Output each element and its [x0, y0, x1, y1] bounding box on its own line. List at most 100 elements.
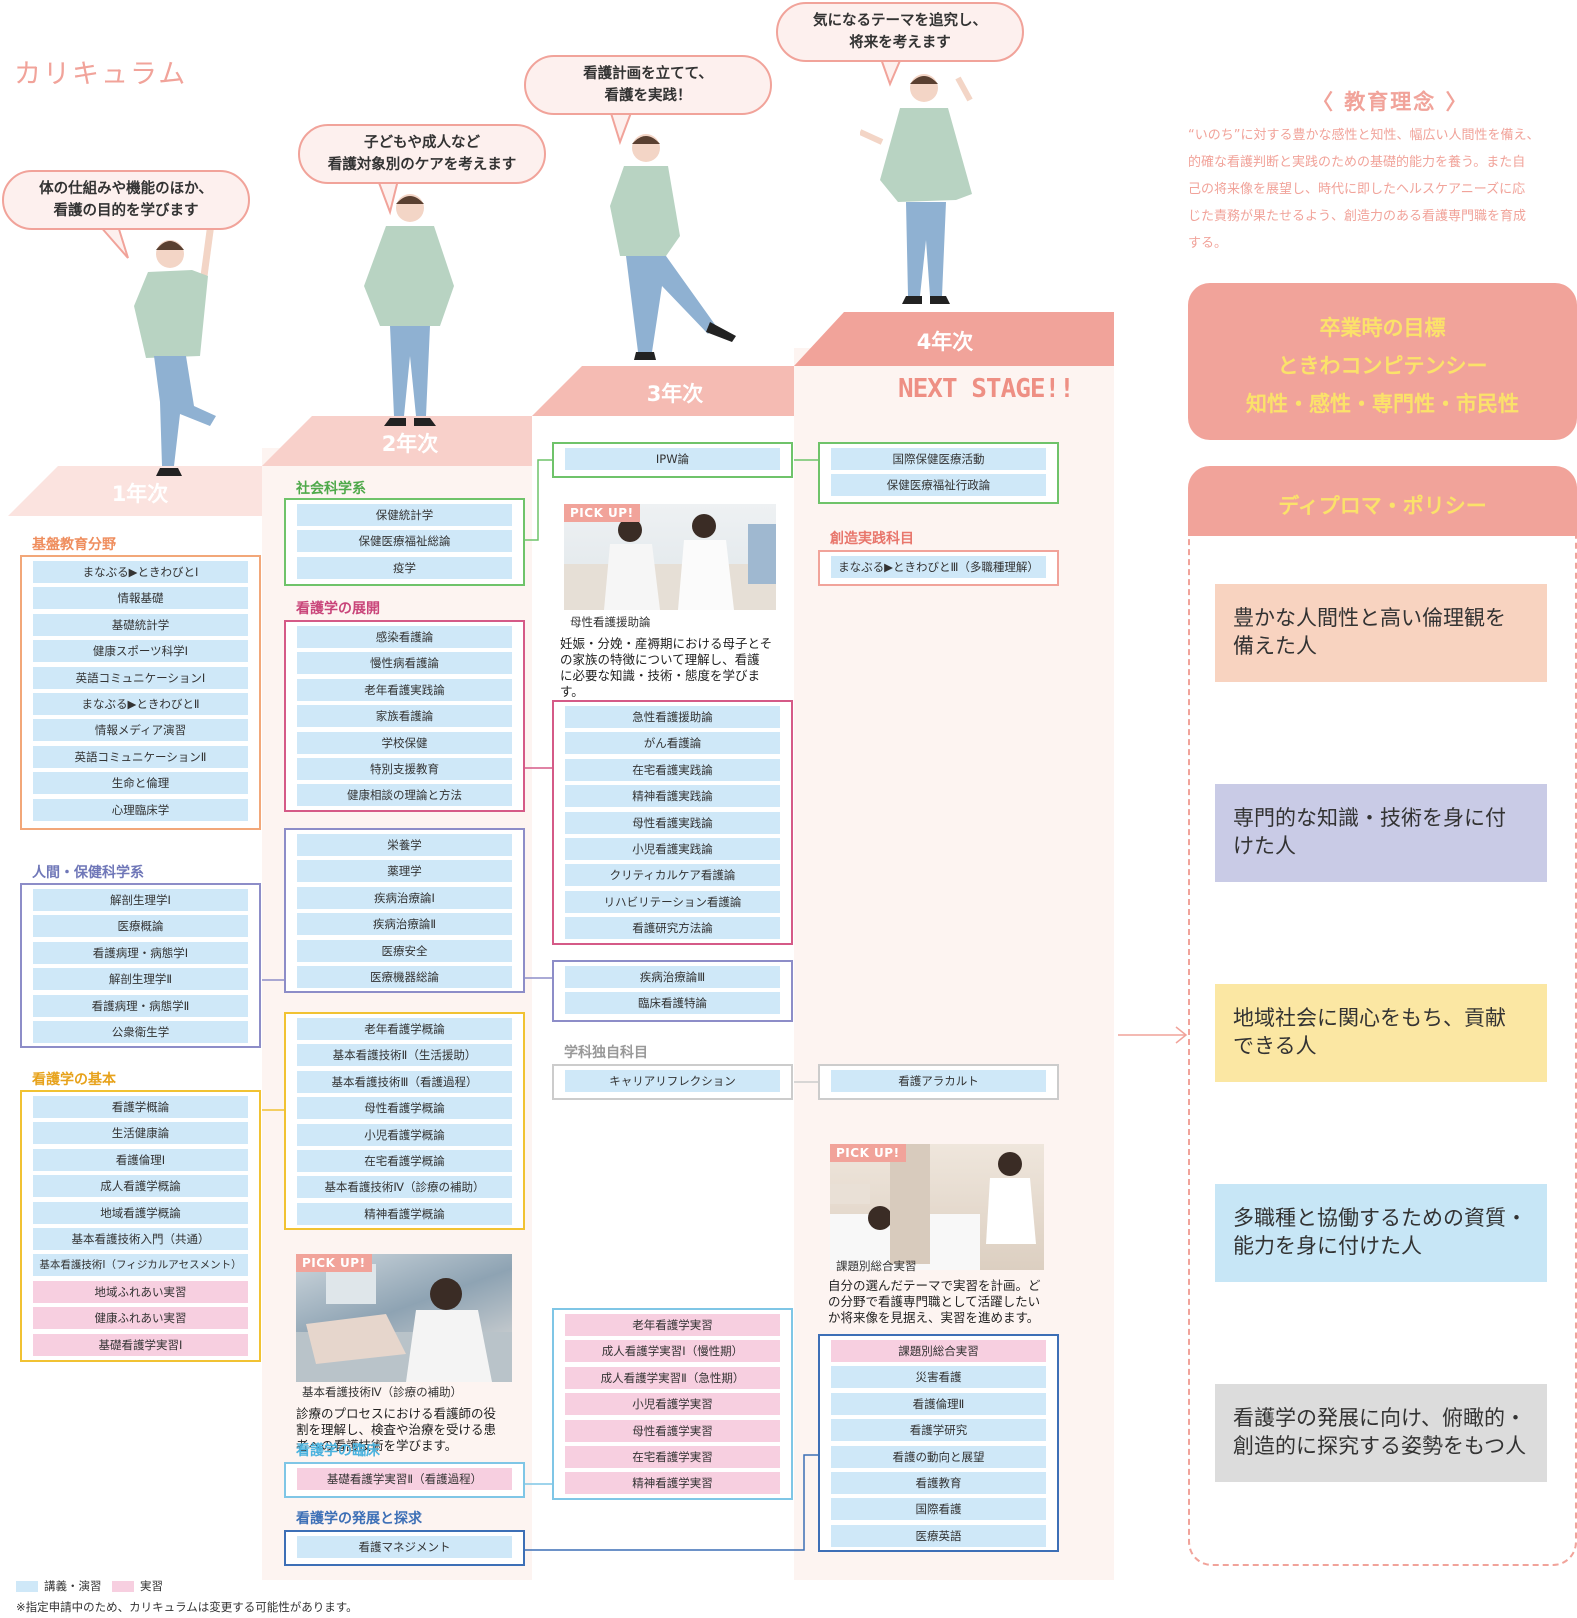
category-kiban-title: 基盤教育分野: [32, 537, 116, 553]
course-item: 医療概論: [33, 915, 248, 938]
course-item: 健康スポーツ科学Ⅰ: [33, 640, 248, 663]
course-item: 医療安全: [297, 939, 512, 962]
category-dokuji-title: 学科独自科目: [564, 1045, 648, 1061]
course-item: 基本看護技術Ⅲ（看護過程）: [297, 1070, 512, 1093]
course-item: 在宅看護学概論: [297, 1149, 512, 1172]
course-item: 感染看護論: [297, 626, 512, 648]
pickup-year3: PICK UP! 母性看護援助論 妊娠・分娩・産褥期における母子とそ の家族の特…: [560, 504, 782, 699]
course-item-practice: 基礎看護学実習Ⅰ: [33, 1333, 248, 1356]
box-final-year4: 課題別総合実習 災害看護 看護倫理Ⅱ 看護学研究 看護の動向と展望 看護教育 国…: [818, 1334, 1059, 1552]
category-tenkai-title: 看護学の展開: [296, 601, 380, 617]
course-item: 家族看護論: [297, 705, 512, 728]
course-item: 小児看護学概論: [297, 1123, 512, 1146]
course-item: 災害看護: [831, 1366, 1046, 1389]
diploma-policy-title: ディプロマ・ポリシー: [1278, 494, 1487, 518]
course-item: 学校保健: [297, 731, 512, 754]
diploma-item-2: 専門的な知識・技術を身に付 けた人: [1215, 784, 1547, 882]
footnote: ※指定申請中のため、カリキュラムは変更する可能性があります。: [16, 1600, 358, 1614]
graduation-goal-line: 卒業時の目標: [1319, 316, 1446, 340]
box-sozo-year4: まなぶる▶ときわびとⅢ（多職種理解）: [818, 550, 1059, 586]
course-item: 看護教育: [831, 1471, 1046, 1494]
category-hatten-title: 看護学の発展と探求: [296, 1511, 422, 1527]
legend-practice-swatch: [112, 1581, 134, 1592]
year3-label: 3年次: [646, 382, 704, 406]
category-ningen-title: 人間・保健科学系: [32, 865, 144, 881]
speech-bubble-year3: 看護計画を立てて、 看護を実践！: [524, 55, 772, 115]
course-item: 疾病治療論Ⅱ: [297, 913, 512, 936]
course-item: 母性看護学概論: [297, 1097, 512, 1120]
year1-label: 1年次: [111, 482, 169, 506]
course-item: 看護マネジメント: [297, 1536, 512, 1558]
pickup-tag: PICK UP!: [564, 504, 640, 522]
category-sozo-title: 創造実践科目: [830, 531, 914, 547]
course-item: 臨床看護特論: [565, 992, 780, 1015]
course-item: まなぶる▶ときわびとⅢ（多職種理解）: [831, 556, 1046, 578]
course-item: 急性看護援助論: [565, 706, 780, 728]
category-kihon-title: 看護学の基本: [32, 1072, 116, 1088]
course-item: 保健医療福祉総論: [297, 530, 512, 553]
course-item: 国際看護: [831, 1498, 1046, 1521]
course-item: 慢性病看護論: [297, 652, 512, 675]
pickup-year2: PICK UP! 基本看護技術Ⅳ（診療の補助） 診療のプロセスにおける看護師の役…: [296, 1254, 512, 1453]
course-item: クリティカルケア看護論: [565, 864, 780, 887]
course-item-practice: 健康ふれあい実習: [33, 1307, 248, 1330]
philosophy-text: “いのち”に対する豊かな感性と知性、幅広い人間性を備え、 的確な看護判断と実践の…: [1188, 128, 1540, 251]
course-item: IPW論: [565, 448, 780, 470]
box-rinsho-year2: 基礎看護学実習Ⅱ（看護過程）: [284, 1462, 525, 1498]
diploma-item-5: 看護学の発展に向け、俯瞰的・ 創造的に探究する姿勢をもつ人: [1215, 1384, 1547, 1482]
course-item: まなぶる▶ときわびとⅡ: [33, 692, 248, 715]
course-item: 保健統計学: [297, 504, 512, 526]
course-item: 成人看護学概論: [33, 1175, 248, 1198]
box-kiban: まなぶる▶ときわびとⅠ 情報基礎 基礎統計学 健康スポーツ科学Ⅰ 英語コミュニケ…: [20, 555, 261, 830]
pickup-caption: 課題別総合実習: [836, 1259, 917, 1273]
course-item: 母性看護実践論: [565, 811, 780, 834]
course-item-practice: 成人看護学実習Ⅰ（慢性期）: [565, 1340, 780, 1363]
student-figure-year1: [134, 215, 216, 476]
course-item: 精神看護実践論: [565, 785, 780, 808]
pickup-photo: [564, 504, 776, 610]
course-item: 特別支援教育: [297, 757, 512, 780]
category-rinsho-title: 看護学の臨床: [296, 1443, 380, 1459]
student-figure-year4: [860, 74, 973, 304]
box-shakai-year2: 保健統計学 保健医療福祉総論 疫学: [284, 498, 525, 586]
year4-label: 4年次: [916, 330, 974, 354]
pickup-description: 診療のプロセスにおける看護師の役 割を理解し、検査や治療を受ける患 者への看護技…: [296, 1406, 497, 1453]
box-hatten-year2: 看護マネジメント: [284, 1530, 525, 1566]
course-item: 健康相談の理論と方法: [297, 784, 512, 807]
course-item: 英語コミュニケーションⅡ: [33, 745, 248, 768]
course-item: 疾病治療論Ⅲ: [565, 966, 780, 988]
diploma-item-3: 地域社会に関心をもち、貢献 できる人: [1215, 984, 1547, 1082]
course-item: キャリアリフレクション: [565, 1070, 780, 1092]
legend-lecture-label: 講義・演習: [44, 1579, 102, 1593]
course-item-practice: 地域ふれあい実習: [33, 1280, 248, 1303]
page-title: カリキュラム: [14, 59, 188, 90]
course-item-practice: 基礎看護学実習Ⅱ（看護過程）: [297, 1468, 512, 1490]
course-item: 看護倫理Ⅱ: [831, 1392, 1046, 1415]
course-item: 老年看護学概論: [297, 1018, 512, 1040]
course-item: 医療英語: [831, 1524, 1046, 1547]
pickup-photo: [830, 1144, 1044, 1270]
category-shakai-title: 社会科学系: [296, 481, 366, 497]
graduation-goal-line: 知性・感性・専門性・市民性: [1246, 392, 1519, 416]
course-item: 看護学研究: [831, 1419, 1046, 1442]
course-item: 保健医療福祉行政論: [831, 474, 1046, 497]
course-item: 心理臨床学: [33, 798, 248, 821]
course-item: 生活健康論: [33, 1122, 248, 1145]
speech-bubble-year4: 気になるテーマを追究し、 将来を考えます: [776, 2, 1024, 62]
course-item: 基本看護技術Ⅱ（生活援助）: [297, 1044, 512, 1067]
diploma-policy-header: [1188, 466, 1577, 536]
course-item-practice: 課題別総合実習: [831, 1340, 1046, 1362]
graduation-goal-line: ときわコンピテンシー: [1277, 354, 1488, 378]
course-item: 英語コミュニケーションⅠ: [33, 666, 248, 689]
course-item: 地域看護学概論: [33, 1201, 248, 1224]
diploma-item-4: 多職種と協働するための資質・ 能力を身に付けた人: [1215, 1184, 1547, 1282]
course-item: 看護病理・病態学Ⅱ: [33, 994, 248, 1017]
course-item: 情報メディア演習: [33, 719, 248, 742]
course-item: 疫学: [297, 556, 512, 579]
box-kihon-year2: 老年看護学概論 基本看護技術Ⅱ（生活援助） 基本看護技術Ⅲ（看護過程） 母性看護…: [284, 1012, 525, 1230]
course-item: 医療機器総論: [297, 965, 512, 988]
course-item-practice: 小児看護学実習: [565, 1393, 780, 1416]
pickup-caption: 基本看護技術Ⅳ（診療の補助）: [302, 1385, 463, 1399]
course-item: 基本看護技術入門（共通）: [33, 1227, 248, 1250]
